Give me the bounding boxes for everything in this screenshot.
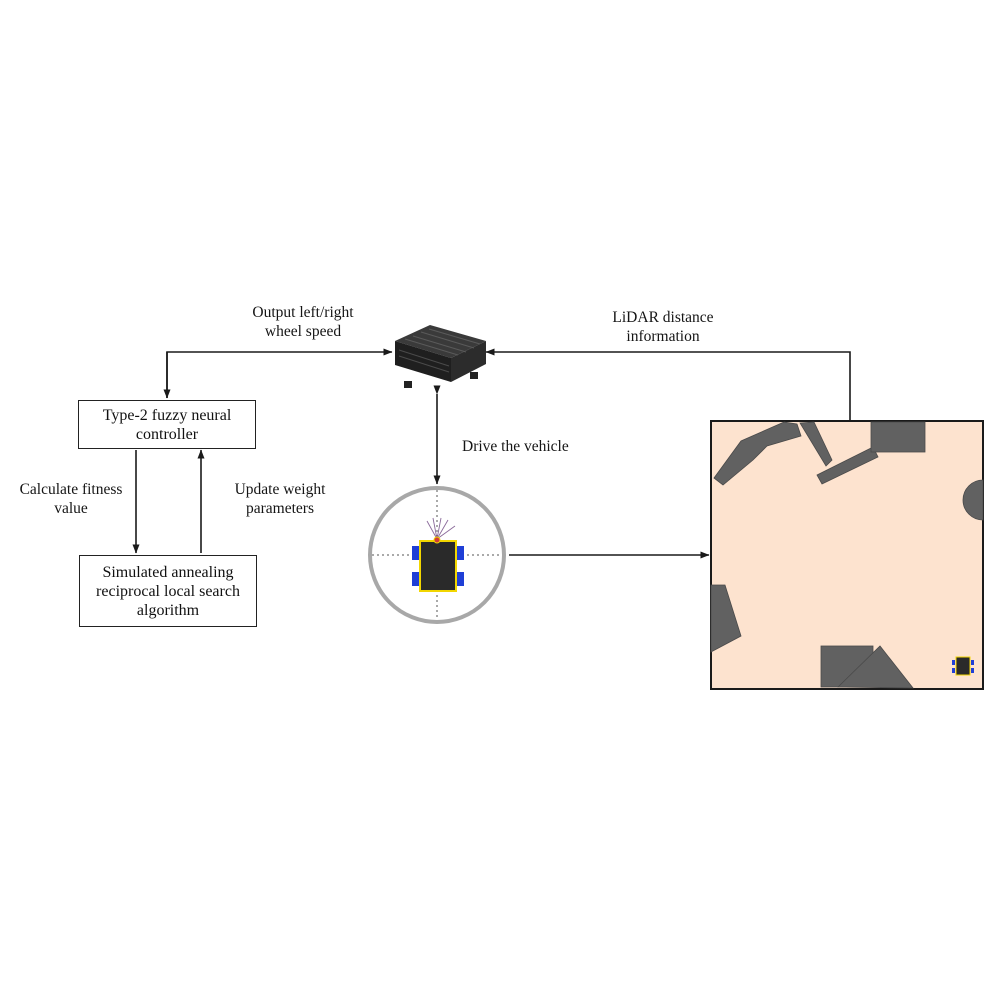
calculate-fitness-label: Calculate fitness value <box>19 481 123 517</box>
arrow-controller-to-hardware <box>166 348 393 398</box>
algorithm-box: Simulated annealing reciprocal local sea… <box>79 555 257 627</box>
lidar-compute-box-icon <box>395 325 486 388</box>
controller-box: Type-2 fuzzy neural controller <box>78 400 256 449</box>
drive-vehicle-label: Drive the vehicle <box>462 438 569 455</box>
arrow-map-to-hardware <box>485 348 851 421</box>
output-wheel-speed-label: Output left/right wheel speed <box>252 304 354 340</box>
lidar-distance-label: LiDAR distance information <box>612 309 714 345</box>
algorithm-label: Simulated annealing reciprocal local sea… <box>96 563 240 619</box>
controller-label: Type-2 fuzzy neural controller <box>102 406 232 443</box>
environment-map-icon <box>710 420 984 690</box>
update-weights-label: Update weight parameters <box>234 481 326 517</box>
robot-topview-icon <box>368 486 506 624</box>
